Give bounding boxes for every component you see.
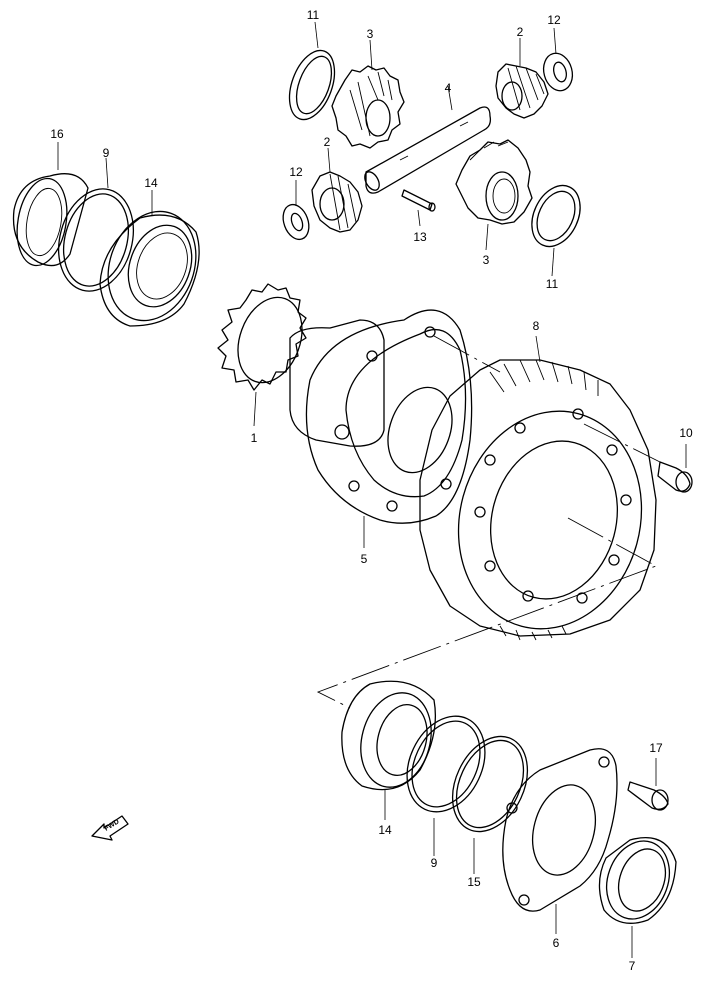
fwd-arrow-icon: FWD (91, 815, 129, 841)
bearing-retainer-6 (502, 748, 618, 912)
lock-pin-13 (401, 189, 436, 212)
callout-3-top: 3 (367, 27, 374, 41)
callout-1: 1 (251, 431, 258, 445)
shim-9-top (58, 188, 134, 292)
o-ring-15 (451, 735, 529, 833)
ring-gear-8 (419, 359, 657, 641)
callout-12-mid: 12 (289, 165, 303, 179)
speedometer-drive-gear-1 (217, 283, 307, 391)
callout-4: 4 (445, 81, 452, 95)
callout-17: 17 (649, 741, 663, 755)
callout-16: 16 (50, 127, 64, 141)
callout-leaders (57, 21, 687, 958)
thrust-washer-11-top (288, 49, 336, 121)
callout-10: 10 (679, 426, 693, 440)
callout-3-mid: 3 (483, 253, 490, 267)
ring-gear-bolt-10 (657, 461, 693, 493)
callout-11-top: 11 (307, 8, 320, 22)
pinion-gear-2-top (495, 63, 549, 119)
callout-9-top: 9 (103, 146, 110, 160)
bearing-14-top (99, 210, 200, 327)
callout-5: 5 (361, 552, 368, 566)
callout-13: 13 (413, 230, 427, 244)
pinion-gear-2-mid (311, 171, 363, 233)
callout-12-top: 12 (547, 13, 561, 27)
side-gear-3-top (331, 65, 405, 149)
callout-2-mid: 2 (324, 135, 331, 149)
thrust-washer-11-mid (531, 184, 581, 248)
assembly-line-upper (433, 335, 501, 373)
callout-6: 6 (553, 936, 560, 950)
thrust-washer-12-top (542, 52, 574, 92)
retainer-bolt-17 (627, 781, 669, 811)
assembly-line-ring (316, 517, 658, 709)
callout-15: 15 (467, 875, 481, 889)
callout-2-top: 2 (517, 25, 524, 39)
bearing-14-bottom (341, 680, 437, 791)
callout-9-bottom: 9 (431, 856, 438, 870)
differential-case-5 (289, 309, 473, 524)
callout-8: 8 (533, 319, 540, 333)
shim-9-bottom (406, 715, 486, 813)
pinion-shaft-4 (364, 106, 492, 194)
callout-7: 7 (629, 959, 636, 973)
oil-seal-16 (12, 173, 89, 267)
callout-14-bottom: 14 (378, 823, 392, 837)
callout-numbers: 11 3 2 12 4 2 12 13 3 11 16 9 14 8 1 10 … (50, 8, 693, 973)
assembly-line-bolt (583, 423, 661, 463)
thrust-washer-12-mid (282, 203, 310, 241)
side-gear-3-mid (455, 139, 533, 225)
callout-14-top: 14 (144, 176, 158, 190)
oil-seal-7 (598, 836, 677, 924)
callout-11-mid: 11 (546, 277, 559, 291)
